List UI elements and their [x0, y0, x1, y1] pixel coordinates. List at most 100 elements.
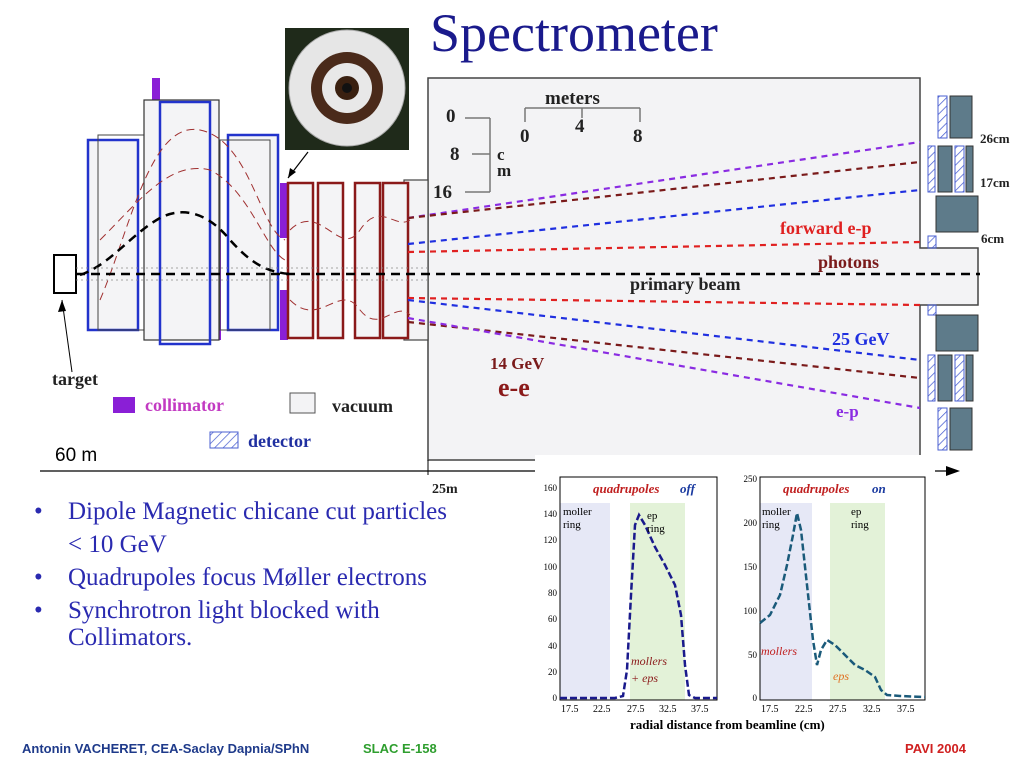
- svg-text:20: 20: [548, 667, 558, 677]
- svg-text:ring: ring: [851, 519, 869, 531]
- collimator-photo: [285, 28, 409, 150]
- bullet-subline: < 10 GeV: [68, 531, 167, 558]
- svg-text:250: 250: [744, 474, 758, 484]
- footer-conference: PAVI 2004: [905, 741, 966, 756]
- svg-text:8: 8: [450, 144, 460, 165]
- slide-title: Spectrometer: [430, 3, 718, 63]
- gev14-label: 14 GeV: [490, 354, 545, 373]
- radius-6cm: 6cm: [981, 231, 1004, 246]
- svg-text:100: 100: [744, 606, 758, 616]
- svg-text:60: 60: [548, 614, 558, 624]
- dipole-magnet: [86, 138, 140, 332]
- svg-text:quadrupoles: quadrupoles: [783, 481, 849, 496]
- svg-text:32.5: 32.5: [659, 704, 677, 715]
- target-label: target: [52, 369, 98, 389]
- plot-quadrupoles-off: quadrupoles off moller ring ep ring moll…: [544, 476, 718, 715]
- svg-text:ep: ep: [647, 510, 658, 522]
- bullet-dot: •: [34, 564, 43, 591]
- primary-beam-label: primary beam: [630, 274, 740, 294]
- svg-text:27.5: 27.5: [829, 704, 847, 715]
- plot-quadrupoles-on: quadrupoles on moller ring ep ring molle…: [744, 474, 926, 715]
- svg-text:moller: moller: [762, 506, 791, 518]
- svg-text:140: 140: [544, 509, 558, 519]
- gev25-label: 25 GeV: [832, 329, 890, 349]
- plots-x-axis-label: radial distance from beamline (cm): [630, 717, 825, 732]
- legend-vacuum-label: vacuum: [332, 396, 393, 416]
- svg-text:0: 0: [446, 106, 456, 127]
- meters-label: meters: [545, 88, 600, 109]
- svg-text:eps: eps: [833, 669, 849, 683]
- svg-text:27.5: 27.5: [627, 704, 645, 715]
- legend-detector-swatch: [209, 431, 239, 449]
- svg-text:0: 0: [553, 693, 558, 703]
- legend-collimator-swatch: [113, 397, 135, 413]
- distance-60m: 60 m: [55, 445, 97, 466]
- radius-17cm: 17cm: [980, 175, 1010, 190]
- svg-text:40: 40: [548, 641, 558, 651]
- forward-ep-label: forward e-p: [780, 218, 871, 238]
- footer-author: Antonin VACHERET, CEA-Saclay Dapnia/SPhN: [22, 741, 310, 756]
- bullet-dot: •: [34, 498, 43, 525]
- svg-text:8: 8: [633, 126, 643, 147]
- svg-text:moller: moller: [563, 506, 592, 518]
- svg-text:c: c: [497, 145, 505, 164]
- quadrupole: [286, 181, 315, 340]
- svg-text:120: 120: [544, 535, 558, 545]
- radius-26cm: 26cm: [980, 131, 1010, 146]
- slide-footer: Antonin VACHERET, CEA-Saclay Dapnia/SPhN…: [0, 733, 1024, 763]
- ep-label: e-p: [836, 402, 859, 421]
- quadrupole: [381, 181, 410, 340]
- bullet-item: • Dipole Magnetic chicane cut particles: [34, 498, 448, 525]
- svg-text:32.5: 32.5: [863, 704, 881, 715]
- svg-text:quadrupoles: quadrupoles: [593, 481, 659, 496]
- bullet-item: • Quadrupoles focus Møller electrons: [34, 564, 427, 591]
- svg-text:0: 0: [753, 693, 758, 703]
- svg-text:22.5: 22.5: [795, 704, 813, 715]
- svg-text:ring: ring: [647, 523, 665, 535]
- quadrupole: [353, 181, 382, 340]
- collimator-block: [280, 183, 288, 238]
- distance-25m: 25m: [432, 482, 458, 497]
- bullet-list: • Dipole Magnetic chicane cut particles …: [30, 498, 500, 657]
- collimator-block: [152, 78, 160, 100]
- dipole-magnet: [143, 99, 220, 341]
- quadrupole: [316, 181, 345, 340]
- detector-hatched: [937, 95, 948, 139]
- bullet-dot: •: [34, 597, 43, 624]
- collimator-block: [280, 290, 288, 340]
- svg-text:17.5: 17.5: [761, 704, 779, 715]
- svg-text:mollers: mollers: [631, 654, 667, 668]
- svg-text:+ eps: + eps: [631, 671, 658, 685]
- svg-text:37.5: 37.5: [691, 704, 709, 715]
- spectrometer-diagram: meters 0 4 8 0 8 16 c m 26cm 17cm 6cm fo…: [40, 28, 1010, 497]
- svg-text:22.5: 22.5: [593, 704, 611, 715]
- svg-text:17.5: 17.5: [561, 704, 579, 715]
- legend-detector-label: detector: [248, 431, 311, 451]
- detector-block: [949, 95, 973, 139]
- svg-text:16: 16: [433, 182, 452, 203]
- svg-text:160: 160: [544, 483, 558, 493]
- target-box: [53, 254, 77, 294]
- svg-text:37.5: 37.5: [897, 704, 915, 715]
- ee-label: e-e: [498, 373, 530, 402]
- svg-text:mollers: mollers: [761, 644, 797, 658]
- svg-text:on: on: [872, 481, 886, 496]
- svg-text:ring: ring: [762, 519, 780, 531]
- svg-text:0: 0: [520, 126, 530, 147]
- legend-vacuum-swatch: [289, 392, 316, 414]
- svg-text:ep: ep: [851, 506, 862, 518]
- svg-text:4: 4: [575, 116, 585, 137]
- legend-collimator-label: collimator: [145, 395, 224, 415]
- svg-text:ring: ring: [563, 519, 581, 531]
- bullet-item: • Synchrotron light blocked with Collima…: [34, 597, 380, 651]
- photons-label: photons: [818, 252, 879, 272]
- vacuum-chamber: [427, 77, 979, 461]
- svg-text:80: 80: [548, 588, 558, 598]
- svg-text:100: 100: [544, 562, 558, 572]
- svg-text:m: m: [497, 161, 511, 180]
- svg-text:200: 200: [744, 518, 758, 528]
- svg-text:50: 50: [748, 650, 758, 660]
- svg-text:off: off: [680, 481, 697, 496]
- radial-distribution-plots: quadrupoles off moller ring ep ring moll…: [535, 455, 935, 740]
- footer-experiment: SLAC E-158: [363, 741, 437, 756]
